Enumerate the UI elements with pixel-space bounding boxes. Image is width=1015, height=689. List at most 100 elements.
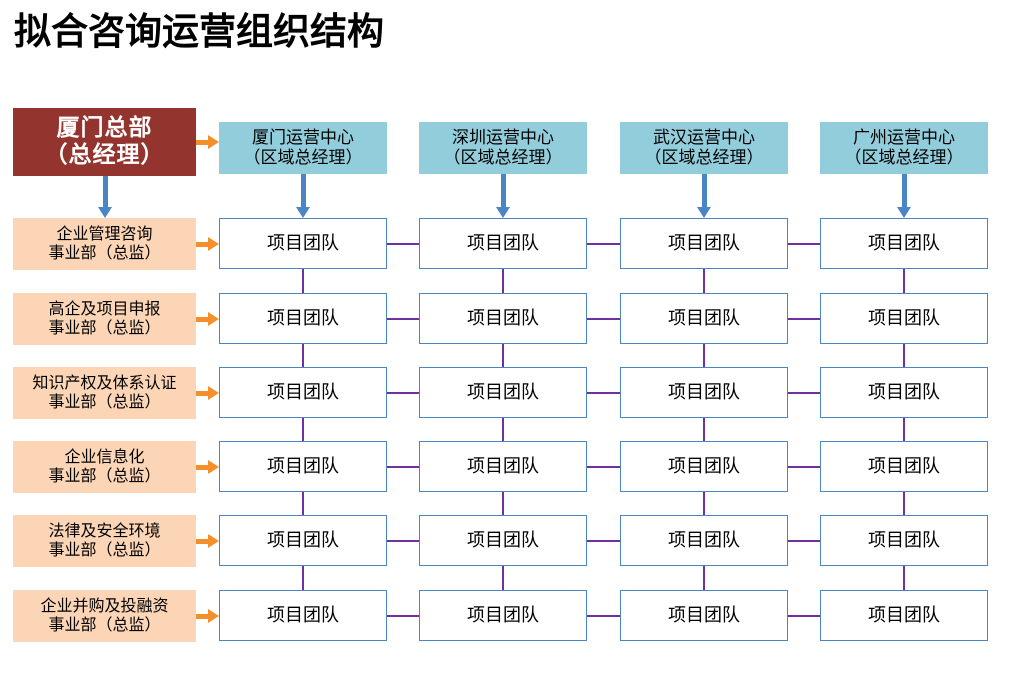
team-box-r2c0[interactable]: 项目团队: [219, 367, 387, 418]
team-connector-horizontal: [587, 392, 620, 394]
department-box-0[interactable]: 企业管理咨询 事业部（总监）: [13, 218, 196, 270]
team-label: 项目团队: [668, 232, 740, 254]
team-label: 项目团队: [668, 604, 740, 626]
operation-center-box-1[interactable]: 深圳运营中心 （区域总经理）: [419, 122, 587, 174]
department-box-2[interactable]: 知识产权及体系认证 事业部（总监）: [13, 367, 196, 419]
team-label: 项目团队: [868, 604, 940, 626]
team-connector-vertical: [502, 269, 504, 293]
team-connector-horizontal: [387, 615, 419, 617]
team-box-r1c2[interactable]: 项目团队: [620, 293, 788, 344]
department-box-3[interactable]: 企业信息化 事业部（总监）: [13, 441, 196, 493]
team-box-r0c2[interactable]: 项目团队: [620, 218, 788, 269]
team-label: 项目团队: [868, 455, 940, 477]
team-connector-vertical: [703, 418, 705, 441]
team-connector-vertical: [703, 492, 705, 515]
team-connector-vertical: [302, 344, 304, 367]
team-box-r1c1[interactable]: 项目团队: [419, 293, 587, 344]
department-line2: 事业部（总监）: [48, 466, 161, 485]
department-box-4[interactable]: 法律及安全环境 事业部（总监）: [13, 515, 196, 567]
team-label: 项目团队: [668, 307, 740, 329]
team-label: 项目团队: [467, 307, 539, 329]
team-connector-horizontal: [387, 243, 419, 245]
team-label: 项目团队: [267, 232, 339, 254]
department-line1: 知识产权及体系认证: [32, 373, 177, 393]
team-connector-vertical: [302, 418, 304, 441]
department-box-1[interactable]: 高企及项目申报 事业部（总监）: [13, 293, 196, 345]
operation-center-box-2[interactable]: 武汉运营中心 （区域总经理）: [620, 122, 788, 174]
team-box-r3c3[interactable]: 项目团队: [820, 441, 988, 492]
team-connector-vertical: [302, 492, 304, 515]
department-line2: 事业部（总监）: [48, 318, 161, 337]
team-box-r2c1[interactable]: 项目团队: [419, 367, 587, 418]
team-box-r3c0[interactable]: 项目团队: [219, 441, 387, 492]
team-box-r0c3[interactable]: 项目团队: [820, 218, 988, 269]
team-connector-horizontal: [788, 615, 820, 617]
department-line2: 事业部（总监）: [48, 540, 161, 559]
team-connector-horizontal: [387, 466, 419, 468]
team-connector-vertical: [903, 269, 905, 293]
team-box-r0c1[interactable]: 项目团队: [419, 218, 587, 269]
operation-center-line1: 深圳运营中心: [452, 127, 554, 148]
team-connector-vertical: [903, 344, 905, 367]
team-box-r1c0[interactable]: 项目团队: [219, 293, 387, 344]
team-box-r5c1[interactable]: 项目团队: [419, 590, 587, 641]
department-line2: 事业部（总监）: [48, 392, 161, 411]
team-connector-horizontal: [788, 540, 820, 542]
team-label: 项目团队: [868, 232, 940, 254]
operation-center-line2: （区域总经理）: [243, 148, 363, 168]
team-box-r1c3[interactable]: 项目团队: [820, 293, 988, 344]
arrow-center-to-team-icon-2: [696, 174, 712, 218]
operation-center-line2: （区域总经理）: [443, 148, 563, 168]
team-connector-vertical: [903, 492, 905, 515]
arrow-department-to-team-icon-4: [196, 532, 219, 550]
operation-center-line1: 厦门运营中心: [252, 127, 354, 148]
team-label: 项目团队: [267, 381, 339, 403]
team-box-r3c1[interactable]: 项目团队: [419, 441, 587, 492]
team-box-r4c2[interactable]: 项目团队: [620, 515, 788, 566]
team-label: 项目团队: [868, 381, 940, 403]
team-connector-vertical: [302, 566, 304, 590]
team-connector-horizontal: [788, 392, 820, 394]
team-connector-horizontal: [587, 540, 620, 542]
department-line2: 事业部（总监）: [48, 243, 161, 262]
team-label: 项目团队: [668, 381, 740, 403]
team-box-r4c3[interactable]: 项目团队: [820, 515, 988, 566]
operation-center-box-3[interactable]: 广州运营中心 （区域总经理）: [820, 122, 988, 174]
team-box-r0c0[interactable]: 项目团队: [219, 218, 387, 269]
arrow-center-to-team-icon-1: [495, 174, 511, 218]
team-box-r2c2[interactable]: 项目团队: [620, 367, 788, 418]
team-box-r2c3[interactable]: 项目团队: [820, 367, 988, 418]
team-box-r5c3[interactable]: 项目团队: [820, 590, 988, 641]
arrow-department-to-team-icon-1: [196, 310, 219, 328]
team-label: 项目团队: [868, 529, 940, 551]
team-label: 项目团队: [668, 529, 740, 551]
team-box-r4c1[interactable]: 项目团队: [419, 515, 587, 566]
arrow-department-to-team-icon-0: [196, 235, 219, 253]
headquarters-box[interactable]: 厦门总部 （总经理）: [13, 108, 196, 176]
arrow-hq-to-center-icon: [196, 133, 219, 151]
team-connector-horizontal: [788, 318, 820, 320]
team-label: 项目团队: [267, 455, 339, 477]
arrow-center-to-team-icon-3: [896, 174, 912, 218]
team-label: 项目团队: [868, 307, 940, 329]
page-title: 拟合咨询运营组织结构: [14, 10, 384, 53]
department-line2: 事业部（总监）: [48, 615, 161, 634]
operation-center-box-0[interactable]: 厦门运营中心 （区域总经理）: [219, 122, 387, 174]
team-connector-horizontal: [788, 243, 820, 245]
team-box-r5c0[interactable]: 项目团队: [219, 590, 387, 641]
team-label: 项目团队: [267, 529, 339, 551]
team-label: 项目团队: [668, 455, 740, 477]
department-line1: 高企及项目申报: [48, 299, 161, 319]
team-label: 项目团队: [467, 232, 539, 254]
arrow-department-to-team-icon-5: [196, 607, 219, 625]
team-box-r3c2[interactable]: 项目团队: [620, 441, 788, 492]
department-line1: 企业并购及投融资: [40, 596, 169, 616]
operation-center-line2: （区域总经理）: [644, 148, 764, 168]
team-label: 项目团队: [267, 307, 339, 329]
team-box-r5c2[interactable]: 项目团队: [620, 590, 788, 641]
team-label: 项目团队: [467, 381, 539, 403]
department-box-5[interactable]: 企业并购及投融资 事业部（总监）: [13, 590, 196, 642]
team-connector-vertical: [502, 344, 504, 367]
team-box-r4c0[interactable]: 项目团队: [219, 515, 387, 566]
